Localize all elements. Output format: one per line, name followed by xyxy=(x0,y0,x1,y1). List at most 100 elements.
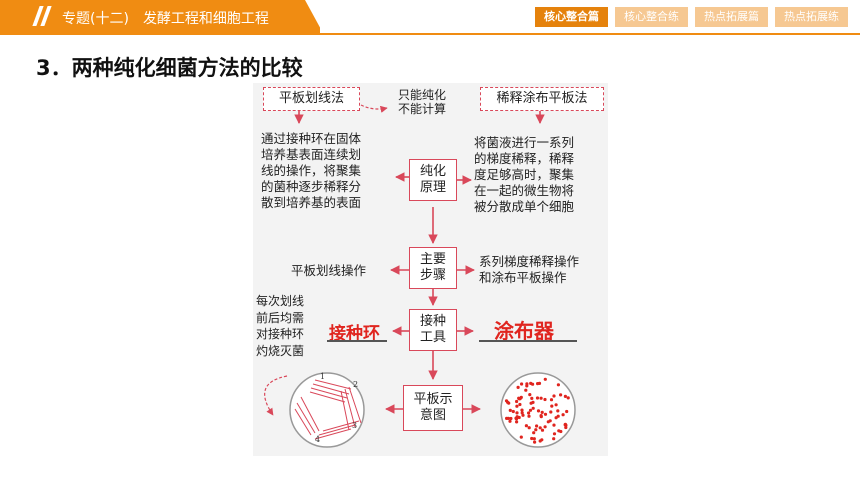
colony-dot xyxy=(540,438,544,442)
colony-dot xyxy=(508,408,512,412)
count-note-line: 不能计算 xyxy=(398,102,447,116)
node-steps: 主要 步骤 xyxy=(409,247,457,289)
node-line: 平板示 xyxy=(413,392,453,407)
text-line: 散到培养基的表面 xyxy=(261,195,362,210)
header-strip-edge xyxy=(305,0,323,33)
colony-dot xyxy=(540,410,544,414)
colony-dot xyxy=(528,408,533,412)
colony-dot xyxy=(563,394,567,398)
header-strip xyxy=(0,0,320,33)
top-bar: 专题(十二) 发酵工程和细胞工程 核心整合篇 核心整合练 热点拓展篇 热点拓展练 xyxy=(0,0,860,35)
tab-hotspot-practice[interactable]: 热点拓展练 xyxy=(775,7,848,27)
colony-dot xyxy=(520,411,524,415)
steps-right-text: 系列梯度稀释操作 和涂布平板操作 xyxy=(479,254,579,286)
colony-dot xyxy=(527,411,531,415)
breadcrumb: 专题(十二) 发酵工程和细胞工程 xyxy=(62,8,283,28)
text-line: 前后均需 xyxy=(256,310,305,325)
colony-dot xyxy=(535,424,539,428)
colony-dot xyxy=(529,401,533,405)
colony-dot xyxy=(566,396,570,400)
colony-dot xyxy=(509,416,513,421)
colony-dot xyxy=(515,411,519,415)
colony-dot xyxy=(552,437,556,441)
colony-dot xyxy=(532,437,536,441)
node-line: 意图 xyxy=(419,408,446,423)
colony-dot xyxy=(515,399,519,404)
node-line: 步骤 xyxy=(419,268,446,283)
colony-dot xyxy=(524,388,528,392)
text-line: 每次划线 xyxy=(256,294,305,308)
streak-lines xyxy=(294,379,362,440)
node-plate-diagram: 平板示 意图 xyxy=(403,385,463,431)
count-note-line: 只能纯化 xyxy=(398,88,447,102)
colony-dot xyxy=(533,440,537,444)
colony-dot xyxy=(552,432,557,436)
sterilize-arrow xyxy=(264,375,288,416)
colony-dot xyxy=(543,397,547,402)
count-note: 只能纯化 不能计算 xyxy=(398,88,446,116)
colony-dot xyxy=(552,423,556,427)
colony-dot xyxy=(520,408,524,412)
streak-label-4: 4 xyxy=(315,435,320,444)
colony-dot xyxy=(504,399,509,403)
colony-dot xyxy=(531,406,535,410)
text-line: 将菌液进行一系列 xyxy=(474,135,575,150)
text-line: 在一起的微生物将 xyxy=(474,183,575,198)
text-line: 的梯度稀释，稀释 xyxy=(474,151,575,166)
answer-underline-left xyxy=(327,340,387,342)
colony-dot xyxy=(521,413,525,417)
colony-dot xyxy=(538,426,542,430)
colony-dot xyxy=(561,413,565,417)
text-line: 线的操作，将聚集 xyxy=(261,163,362,178)
colony-dot xyxy=(524,424,528,428)
comparison-diagram: 1 2 3 4 平板划线法 稀释涂布平板法 只能纯化 不能计算 通过接种环在固体… xyxy=(253,83,608,456)
colony-dot xyxy=(564,425,568,430)
node-line: 接种 xyxy=(419,314,446,329)
diagram-arrows: 1 2 3 4 xyxy=(264,104,576,448)
colony-dot xyxy=(549,398,554,402)
spread-colonies xyxy=(504,377,570,444)
colony-dot xyxy=(556,383,560,387)
colony-dot xyxy=(508,419,512,423)
node-line: 工具 xyxy=(419,330,446,345)
tool-answer-spreader: 涂布器 xyxy=(494,319,554,343)
tab-core-practice[interactable]: 核心整合练 xyxy=(615,7,688,27)
breadcrumb-chapter: 发酵工程和细胞工程 xyxy=(142,11,269,27)
node-tools: 接种 工具 xyxy=(409,309,457,351)
colony-dot xyxy=(517,396,521,400)
principle-right-text: 将菌液进行一系列 的梯度稀释，稀释 度足够高时，聚集 在一起的微生物将 被分散成… xyxy=(474,135,574,215)
colony-dot xyxy=(536,382,540,386)
text-line: 通过接种环在固体 xyxy=(261,131,362,146)
breadcrumb-topic: 专题(十二) xyxy=(62,11,129,27)
tab-hotspot-extension[interactable]: 热点拓展篇 xyxy=(695,7,768,27)
colony-dot xyxy=(543,377,547,381)
text-line: 对接种环 xyxy=(256,327,305,341)
colony-dot xyxy=(534,428,538,432)
note-arrow xyxy=(360,104,388,113)
colony-dot xyxy=(539,414,543,418)
header-rule xyxy=(0,33,860,35)
colony-dot xyxy=(531,382,535,386)
node-line: 纯化 xyxy=(419,164,446,179)
colony-dot xyxy=(552,394,556,398)
answer-underline-right xyxy=(479,340,577,342)
streak-label-3: 3 xyxy=(352,421,357,430)
colony-dot xyxy=(505,416,509,420)
colony-dot xyxy=(530,396,534,400)
colony-dot xyxy=(546,420,550,424)
section-tabs: 核心整合篇 核心整合练 热点拓展篇 热点拓展练 xyxy=(535,7,848,27)
colony-dot xyxy=(559,429,563,434)
colony-dot xyxy=(527,414,531,418)
colony-dot xyxy=(540,428,545,432)
text-line: 灼烧灭菌 xyxy=(256,343,305,358)
colony-dot xyxy=(518,402,522,407)
colony-dot xyxy=(515,404,519,408)
colony-dot xyxy=(520,382,524,386)
colony-dot xyxy=(511,409,515,414)
colony-dot xyxy=(549,410,553,414)
tab-core-integration[interactable]: 核心整合篇 xyxy=(535,7,608,27)
node-principle: 纯化 原理 xyxy=(409,159,457,201)
node-line: 主要 xyxy=(419,252,446,267)
text-line: 被分散成单个细胞 xyxy=(474,199,575,214)
section-title: 3．两种纯化细菌方法的比较 xyxy=(36,56,303,80)
